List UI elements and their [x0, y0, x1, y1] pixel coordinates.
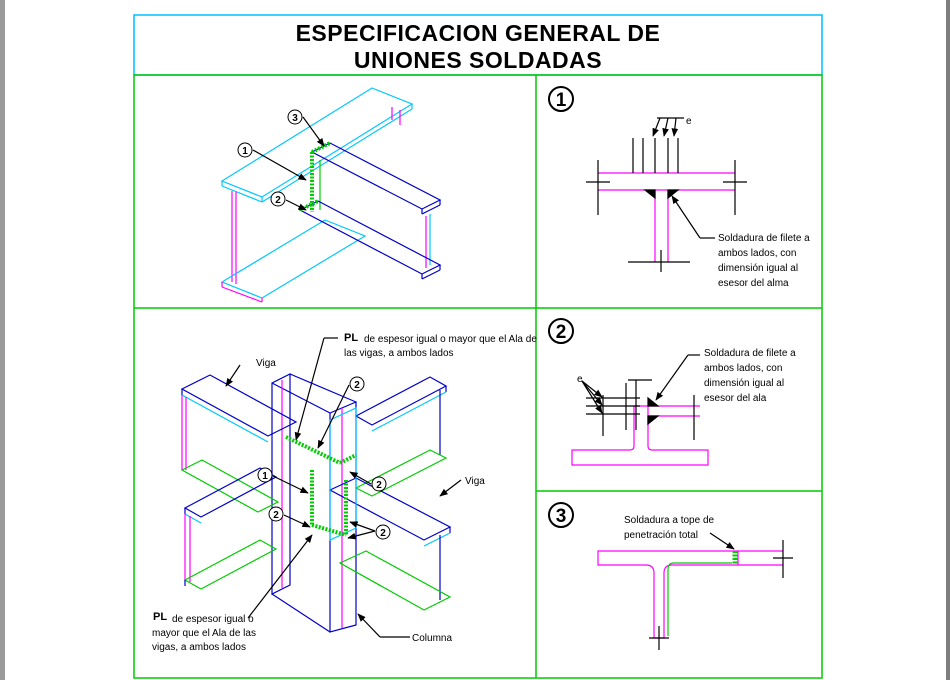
- detail-1-note: Soldadura de filete a ambos lados, con d…: [718, 233, 810, 289]
- title-block: ESPECIFICACION GENERAL DE UNIONES SOLDAD…: [133, 14, 823, 76]
- plate-note-top: PL de espesor igual o mayor que el Ala d…: [344, 332, 537, 359]
- svg-text:Soldadura de filete a: Soldadura de filete a: [718, 233, 810, 244]
- detail-3-number: 3: [548, 502, 574, 528]
- window-left-edge: [0, 0, 5, 680]
- svg-text:Soldadura a tope de: Soldadura a tope de: [624, 515, 715, 526]
- detail-1-dim-label: e: [686, 116, 692, 127]
- iso-column-connection: [180, 337, 462, 638]
- drawing-sheet: [5, 0, 946, 680]
- svg-text:1: 1: [262, 471, 268, 482]
- svg-text:2: 2: [273, 510, 279, 521]
- svg-text:1: 1: [242, 146, 248, 157]
- svg-text:Soldadura de filete a: Soldadura de filete a: [704, 348, 796, 359]
- detail-1-number: 1: [548, 86, 574, 112]
- label-columna: Columna: [412, 633, 452, 644]
- svg-text:2: 2: [376, 480, 382, 491]
- iso-beam-connection: [220, 87, 442, 303]
- svg-text:PL: PL: [344, 332, 358, 344]
- callout-2-column-b: 2: [371, 476, 387, 492]
- callout-1-top: 1: [237, 142, 253, 158]
- svg-text:penetración total: penetración total: [624, 530, 698, 541]
- detail-2-dim-label: e: [577, 374, 583, 385]
- svg-text:mayor que el Ala de las: mayor que el Ala de las: [152, 628, 256, 639]
- svg-text:esesor del ala: esesor del ala: [704, 393, 767, 404]
- label-viga-right: Viga: [465, 476, 485, 487]
- window-right-edge: [946, 0, 950, 680]
- detail-3-note: Soldadura a tope de penetración total: [624, 515, 715, 541]
- svg-text:de espesor igual o: de espesor igual o: [172, 614, 254, 625]
- svg-text:2: 2: [556, 322, 567, 343]
- frame-grid: [133, 74, 823, 679]
- callout-2-column-a: 2: [349, 376, 365, 392]
- title-line-2: UNIONES SOLDADAS: [354, 47, 602, 73]
- svg-text:2: 2: [275, 195, 281, 206]
- label-viga-left: Viga: [256, 358, 276, 369]
- svg-text:1: 1: [556, 90, 567, 111]
- detail-2-number: 2: [548, 318, 574, 344]
- detail-2-section: [571, 354, 709, 466]
- callout-2-column-d: 2: [375, 524, 391, 540]
- callout-1-column: 1: [257, 467, 273, 483]
- svg-text:de espesor igual o mayor que e: de espesor igual o mayor que el Ala de: [364, 334, 537, 345]
- callout-3-top: 3: [287, 109, 303, 125]
- svg-text:2: 2: [380, 528, 386, 539]
- svg-text:PL: PL: [153, 611, 167, 623]
- svg-text:2: 2: [354, 380, 360, 391]
- svg-text:3: 3: [292, 113, 298, 124]
- svg-text:ambos lados, con: ambos lados, con: [704, 363, 782, 374]
- svg-text:dimensión igual al: dimensión igual al: [704, 378, 784, 389]
- callout-2-column-c: 2: [268, 506, 284, 522]
- svg-text:ambos lados, con: ambos lados, con: [718, 248, 796, 259]
- svg-text:3: 3: [556, 506, 567, 527]
- svg-text:esesor del alma: esesor del alma: [718, 278, 789, 289]
- svg-text:las vigas, a ambos lados: las vigas, a ambos lados: [344, 348, 454, 359]
- svg-text:dimensión igual al: dimensión igual al: [718, 263, 798, 274]
- detail-2-note: Soldadura de filete a ambos lados, con d…: [704, 348, 796, 404]
- callout-2-top: 2: [270, 191, 286, 207]
- title-line-1: ESPECIFICACION GENERAL DE: [296, 20, 661, 46]
- svg-text:vigas, a ambos lados: vigas, a ambos lados: [152, 642, 246, 653]
- detail-3-section: [597, 532, 793, 650]
- plate-note-bottom: PL de espesor igual o mayor que el Ala d…: [152, 611, 256, 653]
- detail-1-section: [586, 117, 747, 272]
